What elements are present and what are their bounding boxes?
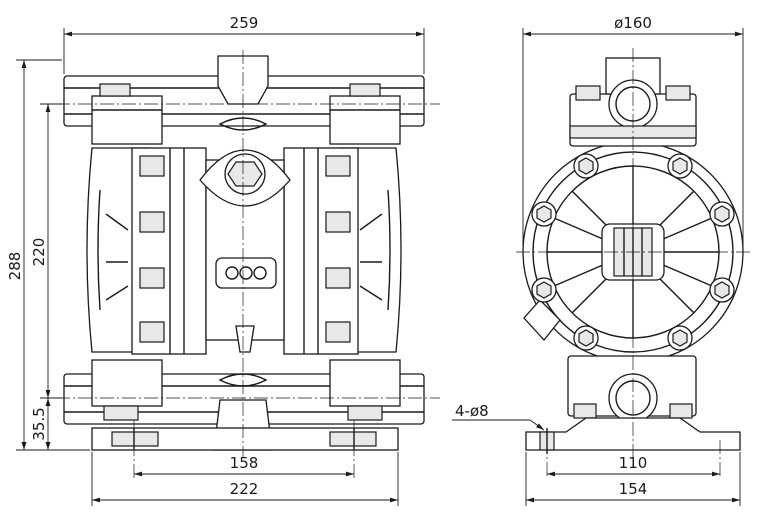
dim-front-bolt-spacing: 158 <box>230 454 259 472</box>
side-dimensions: ø160 4-ø8 110 154 <box>452 14 744 506</box>
dim-front-total-height: 288 <box>6 252 24 281</box>
dim-front-base-height: 35.5 <box>30 407 48 440</box>
front-top-manifold <box>63 55 425 145</box>
dim-side-holes: 4-ø8 <box>455 402 489 420</box>
side-view <box>516 48 750 478</box>
front-base-plate <box>91 427 399 451</box>
front-view <box>56 50 440 480</box>
front-left-chamber <box>86 147 207 355</box>
dim-side-base-width: 154 <box>619 480 648 498</box>
dim-side-diameter: ø160 <box>614 14 652 32</box>
side-bottom-manifold <box>567 355 697 423</box>
front-dimensions: 259 288 220 35.5 158 222 <box>6 14 425 506</box>
dim-front-inner-height: 220 <box>30 238 48 267</box>
front-center-body <box>199 149 291 353</box>
dim-front-width: 259 <box>230 14 259 32</box>
side-bolts <box>531 153 735 351</box>
dim-side-bolt-spacing: 110 <box>619 454 648 472</box>
front-right-chamber <box>283 147 402 355</box>
dim-front-base-width: 222 <box>230 480 259 498</box>
